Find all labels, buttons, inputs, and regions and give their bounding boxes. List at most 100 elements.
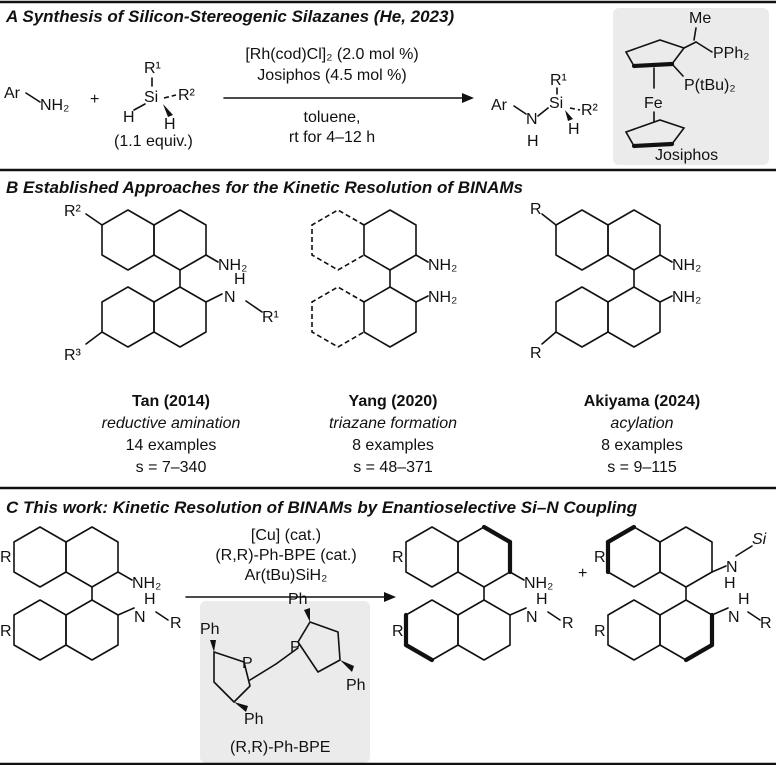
product2-nh-h: H: [738, 591, 750, 608]
product2-n-si: N: [726, 559, 738, 576]
product-n: N: [526, 111, 538, 128]
silane-r2: R²: [178, 87, 196, 104]
tan-nh-h: H: [234, 271, 246, 288]
josiphos-bond-cp-ch: [683, 41, 697, 49]
cond-c-silane: Ar(tBu)SiH₂: [245, 567, 328, 584]
product-wedge-bond: [565, 110, 573, 121]
silane-h-left: H: [123, 109, 135, 126]
akiyama-binam-structure: [541, 209, 673, 348]
product2-si: Si: [752, 531, 767, 548]
ph-bpe-p-1: P: [242, 655, 253, 672]
tan-r2: R²: [64, 203, 82, 220]
plus-sign-a: +: [90, 91, 99, 108]
approach-author: Akiyama (2024): [584, 393, 701, 410]
josiphos-box: [613, 8, 769, 165]
cond-a-ligand: Josiphos (4.5 mol %): [257, 67, 406, 84]
ph-bpe-label: (R,R)-Ph-BPE: [230, 739, 330, 756]
josiphos-cp-bottom-front: [631, 141, 675, 149]
approach-examples: 8 examples: [352, 437, 434, 454]
tan-r1: R¹: [262, 309, 279, 326]
approach-selectivity: s = 9–115: [607, 459, 677, 476]
product1-n: N: [526, 609, 538, 626]
silane-si: Si: [144, 89, 158, 106]
silane-equiv: (1.1 equiv.): [114, 133, 193, 150]
silylated-binam-structure: [605, 524, 761, 663]
start-nh2: NH₂: [132, 575, 161, 592]
approach-selectivity: s = 48–371: [353, 459, 433, 476]
josiphos-fe: Fe: [644, 95, 663, 112]
akiyama-r-top: R: [530, 201, 542, 218]
product2-nr: R: [760, 615, 772, 632]
approach-yang: Yang (2020) triazane formation 8 example…: [329, 393, 457, 476]
product-bond-n-si: [537, 107, 549, 117]
product-r1: R¹: [550, 72, 567, 89]
cond-a-time: rt for 4–12 h: [289, 129, 375, 146]
product2-r-bottom: R: [594, 623, 606, 640]
cond-a-solvent: toluene,: [304, 109, 361, 126]
product1-r-top: R: [392, 549, 404, 566]
akiyama-nh2-bottom: NH₂: [672, 289, 701, 306]
reaction-arrowhead-a: [462, 93, 474, 103]
start-r-bottom: R: [0, 623, 12, 640]
josiphos-me: Me: [689, 10, 711, 27]
start-r-top: R: [0, 549, 12, 566]
josiphos-pph2: PPh₂: [713, 45, 749, 62]
ph-bpe-ph-1: Ph: [200, 621, 220, 638]
product1-r-bottom: R: [392, 623, 404, 640]
start-binam-structure: [13, 526, 169, 661]
akiyama-r-bottom: R: [530, 345, 542, 362]
approach-method: triazane formation: [329, 415, 457, 432]
approach-examples: 14 examples: [126, 437, 217, 454]
start-nr: R: [170, 615, 182, 632]
josiphos-bond-me: [693, 27, 697, 41]
ph-bpe-ph-2: Ph: [244, 711, 264, 728]
amine-bond: [25, 92, 41, 103]
product2-r-top: R: [594, 549, 606, 566]
ph-bpe-structure: [210, 608, 354, 712]
josiphos-bond-cp-p: [671, 63, 684, 77]
ph-bpe-ph-4: Ph: [346, 677, 366, 694]
josiphos-ptbu: P(tBu)₂: [684, 77, 736, 94]
tan-nh2: NH₂: [218, 257, 247, 274]
yang-binam-structure: [311, 209, 429, 348]
silane-r1: R¹: [144, 60, 161, 77]
ph-bpe-ph-3: Ph: [288, 591, 308, 608]
josiphos-label: Josiphos: [655, 147, 718, 164]
silane-bond-h: [133, 103, 146, 111]
tan-n: N: [224, 289, 236, 306]
start-n: N: [134, 609, 146, 626]
akiyama-nh2-top: NH₂: [672, 257, 701, 274]
product-binam-structure: [403, 524, 561, 663]
section-b-heading: B Established Approaches for the Kinetic…: [6, 178, 523, 197]
product1-nh2: NH₂: [524, 575, 553, 592]
tan-binam-structure: [85, 209, 263, 348]
approach-examples: 8 examples: [601, 437, 683, 454]
product-h: H: [568, 121, 580, 138]
approach-method: reductive amination: [102, 415, 241, 432]
amine-ar: Ar: [4, 85, 21, 102]
josiphos-bond-pph2: [695, 41, 713, 53]
tan-r3: R³: [64, 347, 82, 364]
josiphos-cp-top: [624, 39, 686, 67]
product1-nh-h: H: [536, 591, 548, 608]
cond-c-ligand: (R,R)-Ph-BPE (cat.): [215, 547, 356, 564]
silane-hash-bond: [163, 94, 177, 99]
approach-selectivity: s = 7–340: [136, 459, 207, 476]
cond-c-catalyst: [Cu] (cat.): [251, 527, 321, 544]
silane-h-bottom: H: [164, 116, 176, 133]
yang-nh2-bottom: NH₂: [428, 289, 457, 306]
approach-method: acylation: [610, 415, 673, 432]
ph-bpe-box: [200, 601, 370, 763]
product2-n: N: [728, 609, 740, 626]
josiphos-cp-bottom: [624, 119, 686, 147]
yang-nh2-top: NH₂: [428, 257, 457, 274]
approach-author: Tan (2014): [132, 393, 210, 410]
product-hash-bond: [569, 107, 581, 111]
product-nh: H: [527, 133, 539, 150]
start-nh-h: H: [144, 591, 156, 608]
product-r2: R²: [581, 102, 599, 119]
cond-a-catalyst: [Rh(cod)Cl]₂ (2.0 mol %): [245, 46, 418, 63]
plus-sign-c: +: [578, 565, 587, 582]
reaction-arrowhead-c: [384, 592, 396, 602]
approach-author: Yang (2020): [349, 393, 438, 410]
